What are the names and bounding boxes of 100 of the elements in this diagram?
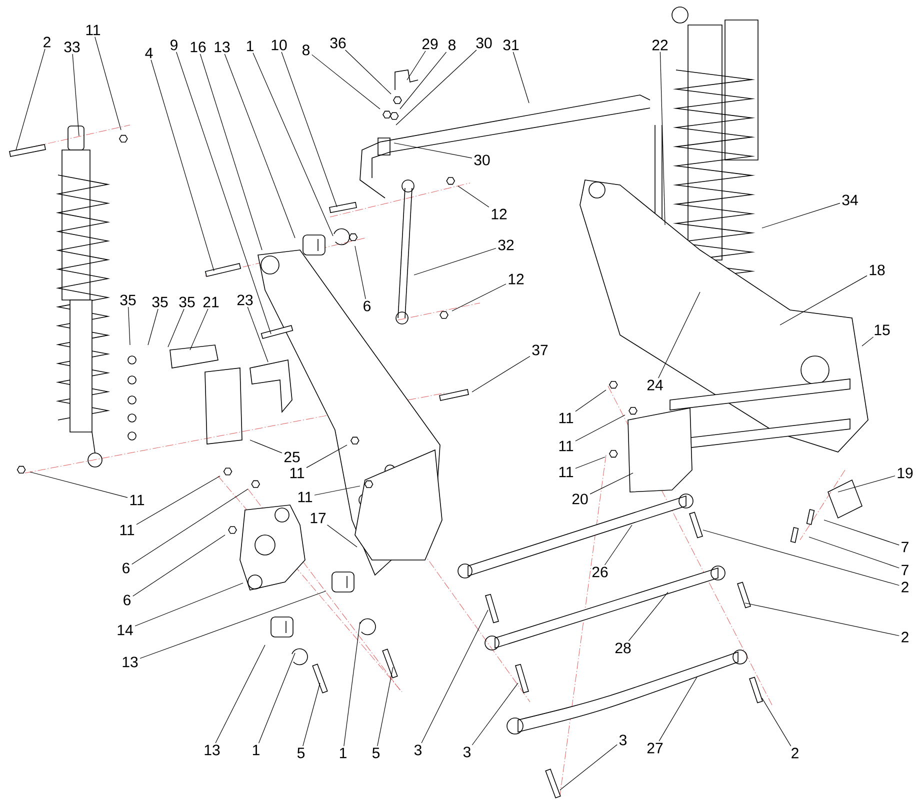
leader-line bbox=[472, 682, 518, 746]
callout-number: 9 bbox=[170, 40, 178, 50]
leader-line bbox=[658, 292, 700, 378]
callout-number: 26 bbox=[592, 566, 608, 578]
callout-number: 36 bbox=[330, 38, 346, 48]
callout-number: 27 bbox=[647, 742, 663, 754]
leader-line bbox=[575, 456, 606, 469]
callout-number: 1 bbox=[246, 40, 254, 52]
callout-number: 29 bbox=[422, 38, 438, 50]
callout-number: 1 bbox=[252, 744, 260, 756]
callout-number: 3 bbox=[619, 734, 627, 746]
callout-number: 35 bbox=[152, 296, 168, 308]
leader-line bbox=[132, 488, 248, 564]
leader-line bbox=[190, 308, 208, 350]
callout-number: 13 bbox=[122, 656, 138, 668]
leader-line bbox=[148, 308, 158, 346]
leader-line bbox=[377, 666, 394, 746]
leader-line bbox=[575, 414, 626, 442]
leader-line bbox=[414, 248, 496, 276]
leader-line bbox=[140, 590, 326, 659]
leader-line bbox=[326, 524, 358, 548]
callout-number: 5 bbox=[297, 748, 305, 758]
callout-number: 33 bbox=[64, 42, 80, 52]
leader-line bbox=[344, 622, 360, 746]
callout-number: 20 bbox=[572, 494, 588, 504]
callout-number: 11 bbox=[130, 494, 144, 506]
leader-line bbox=[302, 682, 320, 746]
callout-number: 32 bbox=[498, 240, 514, 250]
callout-number: 12 bbox=[508, 274, 524, 284]
leader-line bbox=[660, 52, 666, 226]
callout-number: 11 bbox=[559, 466, 574, 478]
leader-line bbox=[215, 644, 266, 744]
callout-number: 25 bbox=[284, 452, 300, 462]
callout-number: 1 bbox=[340, 748, 346, 758]
callout-number: 7 bbox=[902, 542, 908, 552]
leader-line bbox=[808, 536, 900, 568]
leader-line bbox=[72, 54, 80, 136]
leader-line bbox=[394, 142, 472, 158]
callout-number: 11 bbox=[86, 24, 100, 36]
callout-number: 4 bbox=[145, 48, 153, 58]
leader-line bbox=[132, 534, 226, 596]
callout-number: 5 bbox=[372, 748, 380, 758]
leader-line bbox=[604, 524, 632, 566]
callout-number: 35 bbox=[179, 296, 195, 308]
callout-number: 11 bbox=[559, 412, 574, 424]
callout-number: 6 bbox=[122, 562, 130, 574]
callout-number: 17 bbox=[310, 512, 326, 524]
callout-number: 28 bbox=[615, 642, 631, 654]
leader-line bbox=[134, 582, 244, 626]
leader-line bbox=[452, 284, 506, 312]
leader-line bbox=[512, 52, 530, 104]
leader-line bbox=[628, 592, 668, 642]
callout-number: 21 bbox=[203, 296, 219, 308]
callout-number: 10 bbox=[272, 40, 287, 50]
callout-number: 6 bbox=[124, 594, 131, 606]
callout-number: 15 bbox=[874, 324, 890, 336]
leader-line bbox=[838, 476, 896, 492]
callout-number: 35 bbox=[120, 294, 136, 306]
callout-number: 11 bbox=[298, 492, 312, 502]
leader-line bbox=[575, 390, 606, 412]
leader-line bbox=[306, 444, 348, 468]
leader-line bbox=[354, 246, 366, 300]
leader-line bbox=[458, 186, 490, 208]
leader-line bbox=[744, 602, 900, 636]
callout-number: 11 bbox=[120, 524, 134, 536]
callout-number: 13 bbox=[214, 42, 230, 52]
leader-line bbox=[168, 308, 184, 348]
leader-line bbox=[200, 54, 262, 250]
leader-line bbox=[702, 530, 900, 586]
callout-number: 19 bbox=[898, 468, 913, 478]
callout-number: 3 bbox=[463, 746, 471, 758]
callout-number: 16 bbox=[190, 42, 206, 52]
leader-line bbox=[252, 52, 334, 236]
callout-number: 14 bbox=[118, 624, 133, 636]
callout-number: 13 bbox=[204, 744, 220, 756]
callout-number: 7 bbox=[902, 564, 908, 576]
leader-line bbox=[176, 52, 272, 334]
callout-number: 22 bbox=[652, 40, 668, 50]
leader-line bbox=[396, 50, 477, 126]
callout-number: 2 bbox=[44, 36, 50, 48]
leader-line bbox=[762, 202, 840, 228]
callout-number: 2 bbox=[902, 632, 908, 642]
callout-number: 18 bbox=[870, 264, 885, 276]
callout-number: 3 bbox=[414, 744, 422, 756]
leader-line bbox=[16, 48, 46, 150]
leader-line bbox=[250, 440, 282, 454]
leader-line bbox=[314, 486, 360, 496]
callout-number: 24 bbox=[647, 380, 663, 390]
callout-number: 11 bbox=[290, 468, 304, 478]
leader-line bbox=[421, 610, 488, 744]
callout-number: 12 bbox=[492, 208, 507, 220]
leader-line bbox=[345, 50, 392, 94]
leader-line bbox=[150, 60, 214, 272]
callout-number: 23 bbox=[237, 294, 253, 306]
leader-line bbox=[824, 520, 900, 546]
leader-line bbox=[281, 52, 338, 208]
callout-number: 2 bbox=[792, 748, 798, 758]
leader-line bbox=[136, 476, 220, 525]
callout-number: 30 bbox=[474, 154, 490, 166]
leader-line bbox=[128, 306, 130, 346]
